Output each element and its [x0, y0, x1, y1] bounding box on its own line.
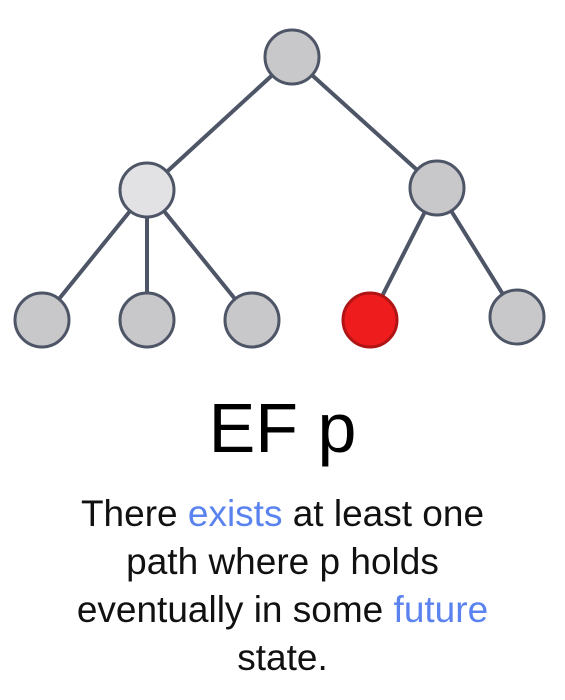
- tree-node-leaf-1: [13, 291, 71, 349]
- description-text: There: [80, 493, 188, 534]
- tree-node-leaf-3: [223, 291, 281, 349]
- tree-node-right-child: [408, 159, 466, 217]
- description-line-2: path where p holds: [126, 541, 439, 582]
- tree-node-leaf-5: [488, 288, 546, 346]
- tree-nodes: [13, 28, 546, 349]
- description-line-4: state.: [237, 637, 328, 678]
- tree-node-leaf-4: [341, 291, 399, 349]
- description-text: at least one: [282, 493, 485, 534]
- description-line-1: There exists at least one: [20, 490, 545, 538]
- tree-edge-root-to-left-child: [145, 55, 294, 192]
- description-line-3: eventually in some future: [20, 586, 545, 634]
- tree-node-leaf-2: [118, 291, 176, 349]
- tree-node-root: [263, 28, 321, 86]
- formula-description: There exists at least one path where p h…: [20, 490, 545, 682]
- highlight-word-exists: exists: [187, 493, 283, 534]
- tree-node-left-child: [118, 161, 176, 219]
- formula-title: EF p: [208, 389, 357, 467]
- description-text: eventually in some: [76, 589, 394, 630]
- computation-tree-diagram: [13, 28, 546, 349]
- tree-edge-root-to-right-child: [290, 55, 439, 190]
- highlight-word-future: future: [393, 589, 489, 630]
